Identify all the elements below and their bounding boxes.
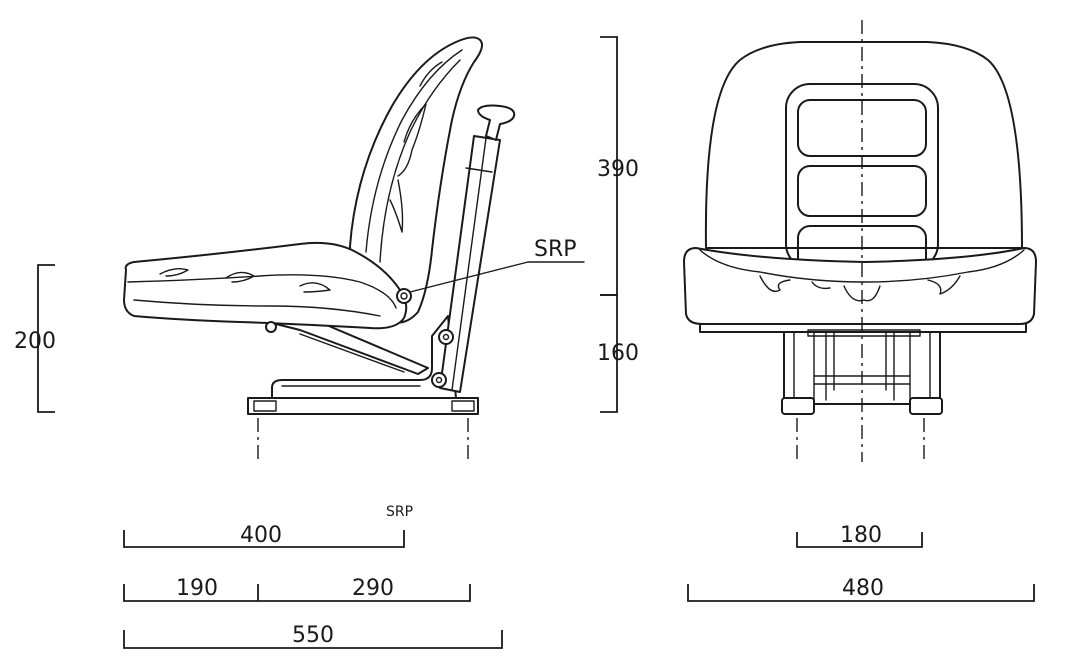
- dim-180-label: 180: [840, 523, 882, 548]
- front-view: 390 160: [597, 20, 1037, 462]
- dim-190-290: [123, 584, 471, 602]
- dim-400: [123, 530, 405, 548]
- dim-480-label: 480: [842, 576, 884, 601]
- backrest-height-label: 390: [597, 157, 639, 182]
- bottom-dimensions: SRP 400 190 290 550 180 480: [123, 504, 1035, 649]
- dim-550-label: 550: [292, 623, 334, 648]
- adjust-knob: [477, 104, 516, 141]
- base-plate-foot-left: [253, 400, 277, 412]
- dim-seat-160: [600, 294, 618, 413]
- side-view: SRP 200: [14, 36, 585, 462]
- adjustment-column: [439, 135, 501, 393]
- seat-cushion: [123, 241, 408, 330]
- backrest: [349, 36, 483, 324]
- seat-height-label: 160: [597, 341, 639, 366]
- bolt-front: [265, 321, 277, 333]
- dim-290-label: 290: [352, 576, 394, 601]
- dim-180: [796, 532, 923, 548]
- dim-height-200: [37, 264, 55, 413]
- rail-foot-right: [909, 397, 943, 415]
- height-200-label: 200: [14, 329, 56, 354]
- srp-label: SRP: [534, 237, 577, 262]
- dim-480: [687, 584, 1035, 602]
- srp-small-label: SRP: [386, 504, 413, 520]
- dim-190-label: 190: [176, 576, 218, 601]
- dim-400-label: 400: [240, 523, 282, 548]
- srp-leader: [409, 261, 585, 293]
- base-plate: [247, 397, 479, 415]
- base-plate-foot-right: [451, 400, 475, 412]
- seat-bracket: [271, 315, 457, 399]
- dim-550: [123, 630, 503, 649]
- bolt-upper: [438, 329, 454, 345]
- seat-cushion-front: [683, 247, 1037, 325]
- rail-foot-left: [781, 397, 815, 415]
- bolt-lower: [431, 372, 447, 388]
- backrest-front: [704, 41, 1023, 249]
